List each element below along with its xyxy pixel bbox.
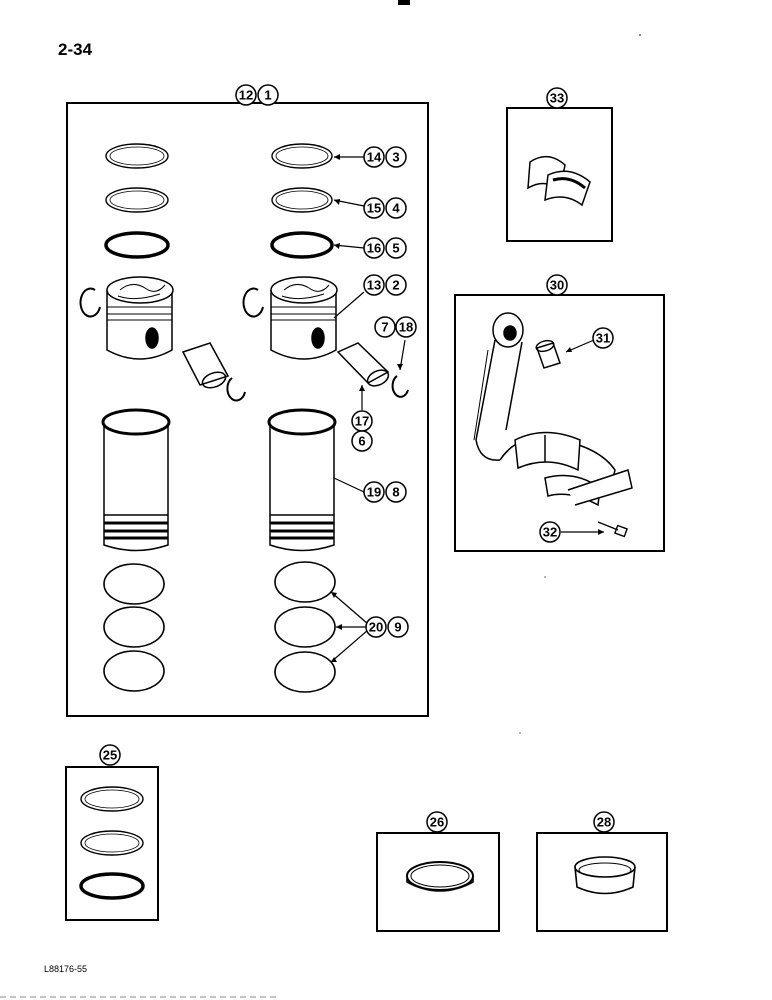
callout-28: 28 (593, 811, 615, 833)
callout-15: 15 (363, 197, 385, 219)
svg-text:6: 6 (358, 434, 365, 449)
svg-text:3: 3 (392, 150, 399, 165)
callout-8: 8 (385, 481, 407, 503)
svg-text:14: 14 (367, 150, 382, 165)
callout-14: 14 (363, 146, 385, 168)
right-ring-stack (270, 143, 334, 259)
svg-text:26: 26 (430, 815, 444, 830)
callout-20: 20 (365, 616, 387, 638)
callout-32: 32 (539, 521, 561, 543)
callout-3: 3 (385, 146, 407, 168)
callout-25: 25 (99, 744, 121, 766)
rod-bolt (597, 521, 628, 538)
svg-text:4: 4 (392, 201, 400, 216)
page-number: 2-34 (58, 40, 93, 59)
piston-ring-left-3 (104, 231, 170, 259)
callout-30: 30 (546, 274, 568, 296)
callout-9: 9 (387, 616, 409, 638)
callout-1: 1 (257, 84, 279, 106)
svg-text:20: 20 (369, 620, 383, 635)
svg-text:7: 7 (381, 320, 388, 335)
connecting-rod-box (454, 294, 665, 552)
ring-set (79, 786, 145, 900)
scan-marks (519, 34, 641, 734)
svg-text:9: 9 (394, 620, 401, 635)
svg-text:13: 13 (367, 278, 381, 293)
callout-33: 33 (546, 87, 568, 109)
connecting-rod (473, 312, 633, 507)
svg-text:31: 31 (596, 331, 610, 346)
piston-pin-left (181, 342, 230, 389)
piston-ring-right-2 (271, 187, 333, 213)
leader-arrowheads (331, 154, 403, 662)
main-bearing-shells (527, 156, 591, 207)
figure-code: L88176-55 (44, 964, 88, 974)
callout-31: 31 (592, 327, 614, 349)
callout-19: 19 (363, 481, 385, 503)
svg-text:33: 33 (550, 91, 564, 106)
cylinder-sleeve-left (101, 408, 171, 552)
piston-right (270, 276, 338, 360)
callout-16: 16 (363, 237, 385, 259)
snap-ring-left-b (226, 377, 246, 402)
svg-text:19: 19 (367, 485, 381, 500)
sleeve-ring (574, 856, 636, 895)
callout-13: 13 (363, 274, 385, 296)
piston-ring-right-3 (270, 231, 334, 259)
callout-5: 5 (385, 237, 407, 259)
snap-ring-left-a (79, 287, 101, 318)
svg-text:30: 30 (550, 278, 564, 293)
seal-ring (406, 861, 474, 892)
svg-text:25: 25 (103, 748, 117, 763)
ring-set-box (65, 766, 159, 921)
callout-26: 26 (426, 811, 448, 833)
left-seal-rings (103, 563, 165, 692)
rod-bushing (535, 339, 561, 369)
svg-text:5: 5 (392, 241, 399, 256)
snap-ring-right-b (391, 375, 409, 398)
svg-text:1: 1 (264, 88, 271, 103)
piston-pin-right (336, 342, 390, 387)
callout-18: 18 (395, 316, 417, 338)
snap-ring-right-a (242, 287, 264, 318)
callout-12: 12 (235, 84, 257, 106)
left-ring-stack (104, 143, 170, 259)
callout-2: 2 (385, 274, 407, 296)
svg-text:2: 2 (392, 278, 399, 293)
callout-17: 17 (351, 410, 373, 432)
callout-4: 4 (385, 197, 407, 219)
piston-ring-left-2 (105, 187, 169, 213)
svg-text:17: 17 (355, 414, 369, 429)
svg-text:12: 12 (239, 88, 253, 103)
callout-7: 7 (374, 316, 396, 338)
piston-ring-left-1 (105, 143, 169, 169)
right-seal-rings (274, 561, 336, 693)
sleeve-ring-box (536, 832, 668, 932)
piston-ring-right-1 (271, 143, 333, 169)
leader-lines-main (330, 156, 406, 663)
svg-text:15: 15 (367, 201, 381, 216)
svg-text:16: 16 (367, 241, 381, 256)
top-edge-mark (398, 0, 410, 5)
svg-text:8: 8 (392, 485, 399, 500)
cylinder-sleeve-right (267, 408, 337, 552)
seal-ring-box (376, 832, 500, 932)
svg-text:32: 32 (543, 525, 557, 540)
svg-text:28: 28 (597, 815, 611, 830)
piston-left (106, 276, 174, 360)
svg-text:18: 18 (399, 320, 413, 335)
leader-arrowheads-rod (566, 347, 604, 535)
callout-6: 6 (351, 430, 373, 452)
